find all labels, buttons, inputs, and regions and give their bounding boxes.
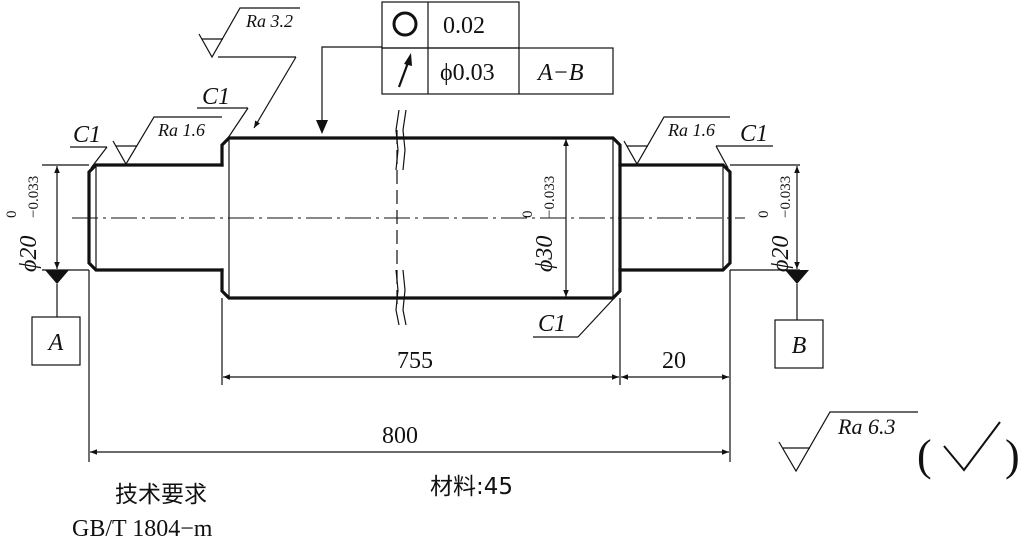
datum-a-label: A — [47, 330, 64, 356]
roughness-right-label: Ra 1.6 — [667, 120, 715, 140]
roughness-top: Ra 3.2 — [198, 7, 300, 129]
tech-req-text: GB/T 1804−m — [72, 516, 213, 542]
circularity-icon — [392, 11, 418, 37]
diameter-left-upper: 0 — [4, 211, 20, 219]
roughness-bracket-close: ) — [1005, 431, 1020, 480]
diameter-right: ϕ20 0 −0.033 — [756, 176, 794, 272]
chamfer-right-end-label: C1 — [740, 121, 768, 147]
dim-20: 20 — [662, 348, 686, 374]
diameter-right-lower: −0.033 — [778, 176, 794, 218]
diameter-right-main: ϕ20 — [768, 236, 794, 272]
diameter-middle: ϕ30 0 −0.033 — [520, 176, 558, 272]
check-icon — [943, 421, 1001, 472]
roughness-general-label: Ra 6.3 — [837, 414, 895, 439]
length-dims: 755 20 800 — [90, 348, 729, 455]
dim-755: 755 — [397, 348, 433, 374]
datum-b-label: B — [792, 333, 807, 359]
runout-value: ϕ0.03 — [440, 60, 495, 86]
runout-datum: A−B — [536, 60, 584, 86]
diameter-left-lower: −0.033 — [26, 176, 42, 218]
roughness-bracket-open: ( — [917, 431, 932, 480]
diameter-left: ϕ20 0 −0.033 — [4, 176, 42, 272]
datum-b: B — [774, 270, 824, 369]
chamfer-left-end-label: C1 — [73, 122, 101, 148]
diameter-dim-lines — [54, 139, 800, 297]
roughness-general: Ra 6.3 ( ) — [778, 411, 1020, 480]
chamfer-left-end: C1 — [70, 122, 108, 169]
tolerance-frame: 0.02 ϕ0.03 A−B — [316, 1, 614, 134]
material-note: 材料:45 — [430, 474, 513, 500]
chamfer-bottom: C1 — [533, 293, 619, 338]
chamfer-left-shoulder: C1 — [197, 84, 249, 142]
runout-arrow-icon — [397, 53, 412, 88]
diameter-left-main: ϕ20 — [16, 236, 42, 272]
chamfer-right-end: C1 — [715, 121, 773, 169]
extension-lines — [42, 137, 800, 462]
diameter-right-upper: 0 — [756, 211, 772, 219]
dim-800: 800 — [382, 423, 418, 449]
circularity-value: 0.02 — [443, 13, 485, 39]
chamfer-bottom-label: C1 — [538, 311, 566, 337]
datum-a: A — [31, 270, 81, 366]
roughness-right: Ra 1.6 — [623, 116, 730, 166]
break-lines — [395, 109, 407, 326]
diameter-middle-lower: −0.033 — [542, 176, 558, 218]
roughness-top-label: Ra 3.2 — [245, 11, 293, 31]
diameter-middle-main: ϕ30 — [532, 236, 558, 272]
roughness-left: Ra 1.6 — [112, 116, 222, 166]
diameter-middle-upper: 0 — [520, 211, 536, 219]
roughness-left-label: Ra 1.6 — [157, 120, 205, 140]
tech-req-title: 技术要求 — [115, 482, 207, 508]
chamfer-left-shoulder-label: C1 — [202, 84, 230, 110]
